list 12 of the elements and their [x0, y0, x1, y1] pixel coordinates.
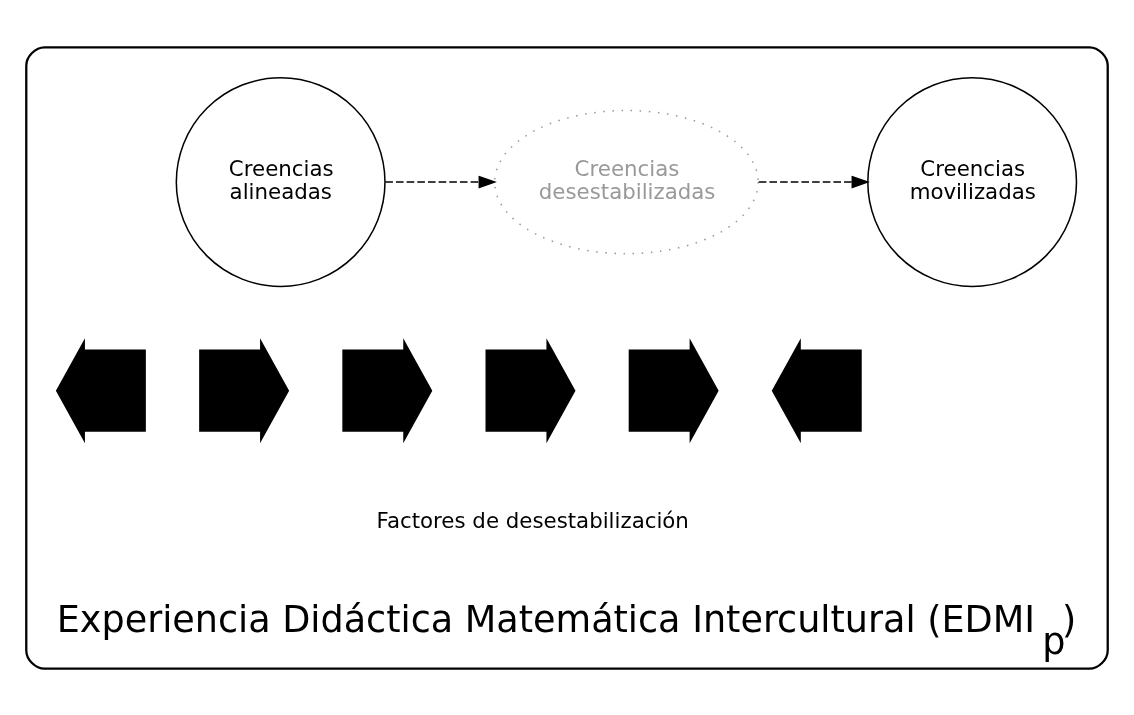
- node-arrow: [485, 337, 576, 443]
- arrow: [758, 175, 870, 188]
- node-circle: Creencias movilizadas: [867, 76, 1078, 287]
- node-arrow: [199, 337, 290, 443]
- node-arrow: [342, 337, 433, 443]
- node-arrow: [55, 337, 146, 443]
- node-arrow: [771, 337, 862, 443]
- label: Factores de desestabilización: [376, 507, 689, 533]
- node-circle: Creencias alineadas: [175, 76, 386, 287]
- node-arrow: [628, 337, 719, 443]
- arrow: [384, 175, 497, 188]
- node-ellipse: Creencias desestabilizadas: [493, 109, 759, 254]
